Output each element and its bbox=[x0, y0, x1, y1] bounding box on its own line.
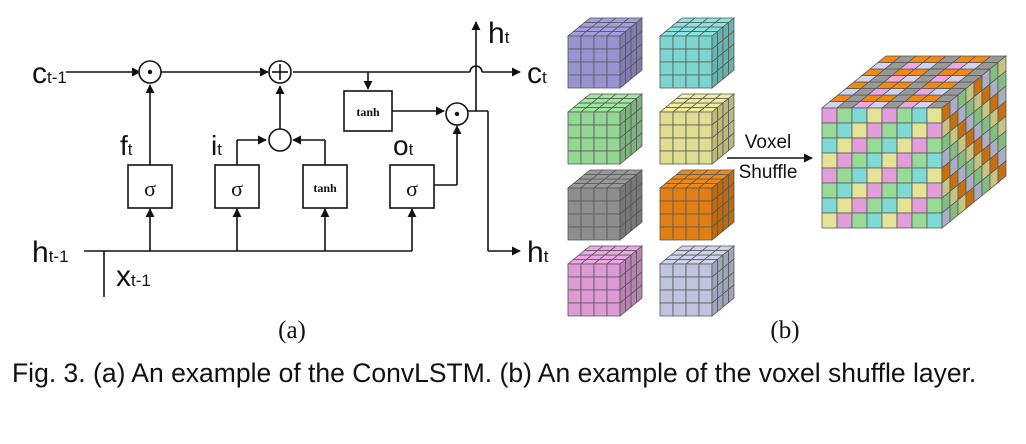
voxel-cube-orange bbox=[658, 169, 736, 241]
input-mult-node bbox=[268, 128, 292, 152]
voxel-cube-green bbox=[566, 93, 644, 165]
figure: σ σ σ tanh tanh ct-1 ct ht ht ht-1 xt-1 … bbox=[32, 17, 1008, 344]
c-prev-label: ct-1 bbox=[32, 57, 67, 90]
h-prev-label: ht-1 bbox=[32, 236, 69, 269]
input-voxel-cubes bbox=[566, 17, 736, 317]
input-gate-label: it bbox=[211, 130, 222, 161]
output-voxel-cube bbox=[820, 55, 1008, 229]
figure-caption: Fig. 3. (a) An example of the ConvLSTM. … bbox=[12, 358, 977, 388]
shuffled-voxel-cube bbox=[820, 55, 1008, 229]
forget-sigma-box bbox=[127, 164, 173, 209]
input-sigma-label: σ bbox=[231, 176, 243, 201]
panel-a-label: (a) bbox=[278, 317, 306, 344]
c-next-label: ct bbox=[527, 57, 547, 90]
voxel-shuffle-label-line1: Voxel bbox=[745, 132, 791, 153]
voxel-cube-purple bbox=[566, 17, 644, 89]
cell-tanh-label: tanh bbox=[356, 105, 380, 119]
h-top-label: ht bbox=[488, 17, 510, 50]
voxel-cube-cyan bbox=[658, 17, 736, 89]
output-gate-label: ot bbox=[393, 130, 414, 161]
h-out-label: ht bbox=[527, 236, 549, 269]
candidate-tanh-box bbox=[302, 164, 348, 209]
cell-tanh-box bbox=[343, 90, 393, 132]
x-prev-label: xt-1 bbox=[116, 260, 151, 293]
candidate-tanh-label: tanh bbox=[313, 181, 337, 195]
input-sigma-box bbox=[214, 164, 260, 209]
voxel-cube-lavender bbox=[658, 245, 736, 317]
voxel-cube-yellow bbox=[658, 93, 736, 165]
forget-gate-label: ft bbox=[120, 130, 133, 161]
convlstm-diagram bbox=[66, 21, 521, 297]
output-sigma-box bbox=[389, 164, 435, 209]
forget-sigma-label: σ bbox=[144, 176, 156, 201]
voxel-cube-gray bbox=[566, 169, 644, 241]
output-sigma-label: σ bbox=[406, 176, 418, 201]
voxel-shuffle-label-line2: Shuffle bbox=[739, 162, 798, 183]
voxel-cube-pink bbox=[566, 245, 644, 317]
panel-b-label: (b) bbox=[770, 317, 799, 344]
